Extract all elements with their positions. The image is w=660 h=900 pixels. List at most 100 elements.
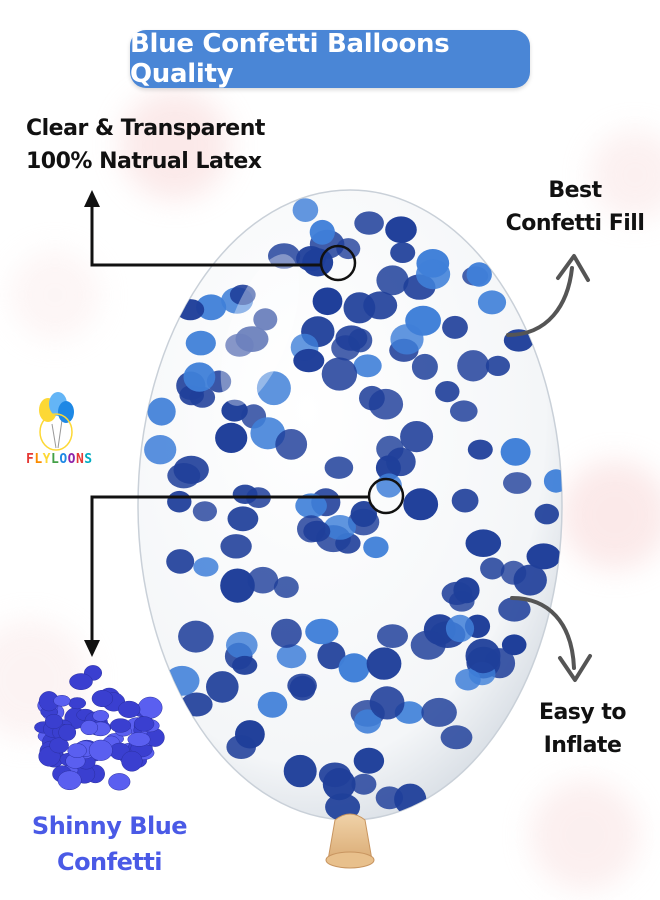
pile-confetti-dot (68, 697, 87, 710)
confetti-dot (220, 568, 255, 603)
confetti-dot (500, 438, 531, 466)
confetti-dot (467, 439, 493, 460)
confetti-dot (271, 618, 302, 648)
confetti-dot (287, 673, 317, 698)
confetti-dot (273, 576, 299, 598)
balloon-knot-rim (325, 851, 375, 869)
pile-confetti-dot (44, 714, 63, 729)
confetti-dot (253, 308, 278, 331)
confetti-dot (348, 328, 373, 353)
pile-confetti-dot (58, 723, 77, 741)
confetti-dot (324, 456, 354, 479)
curved-arrow-inflate (510, 596, 576, 670)
confetti-dot (257, 691, 288, 718)
confetti-dot (221, 399, 248, 422)
feature-confetti-line2: Confetti (56, 848, 163, 876)
confetti-dot (477, 290, 507, 315)
confetti-dot (455, 668, 481, 691)
confetti-dot (366, 647, 402, 680)
confetti-dot (323, 515, 356, 540)
confetti-dot (302, 248, 334, 277)
confetti-dot (466, 262, 492, 287)
arrowhead-up (84, 190, 100, 207)
confetti-pile (34, 665, 165, 791)
confetti-dot (376, 265, 409, 296)
confetti-dot (369, 686, 405, 720)
confetti-dot (353, 354, 382, 378)
confetti-dot (196, 294, 227, 321)
feature-confetti-line1: Shinny Blue (31, 812, 188, 840)
confetti-dot (534, 503, 559, 525)
pile-confetti-dot (53, 695, 71, 707)
confetti-dot (256, 371, 291, 406)
confetti-dot (192, 501, 217, 522)
confetti-dot (235, 720, 265, 749)
confetti-dot (351, 773, 377, 795)
background-blob (10, 250, 100, 340)
callout-circle-confetti (367, 477, 405, 515)
confetti-dot (167, 463, 201, 489)
feature-fill-line2: Confetti Fill (505, 211, 645, 236)
confetti-dot (283, 754, 317, 788)
pile-confetti-dot (133, 716, 155, 732)
confetti-dot (164, 665, 200, 696)
confetti-dot (354, 211, 384, 235)
confetti-dot (394, 783, 427, 816)
confetti-dot (312, 287, 343, 316)
logo-letter: L (34, 452, 43, 467)
feature-inflate-line2: Inflate (543, 733, 622, 758)
confetti-dot (178, 620, 214, 653)
confetti-dot (215, 422, 248, 453)
background-blob (120, 90, 230, 200)
confetti-dot (183, 362, 216, 392)
confetti-dot (166, 549, 195, 574)
confetti-dot (442, 315, 468, 339)
pile-confetti-dot (80, 720, 99, 736)
confetti-dot (318, 762, 351, 788)
logo-letter: O (59, 452, 68, 467)
confetti-dot (206, 671, 239, 703)
logo-letter: N (75, 452, 85, 467)
confetti-dot (353, 747, 385, 774)
confetti-dot (295, 493, 327, 519)
confetti-dot (193, 557, 219, 577)
confetti-dot (385, 216, 417, 243)
confetti-dot (410, 630, 446, 660)
feature-clear-line2: 100% Natrual Latex (26, 149, 262, 174)
pile-confetti-dot (127, 732, 151, 747)
confetti-dot (390, 324, 424, 355)
confetti-dot (167, 490, 192, 513)
confetti-dot (226, 631, 258, 659)
confetti-dot (368, 388, 404, 420)
confetti-dot (400, 421, 434, 453)
confetti-dot (354, 709, 382, 734)
pile-confetti-dot (118, 700, 141, 718)
confetti-dot (526, 543, 561, 570)
pile-confetti-dot (69, 673, 93, 690)
title-text: Blue Confetti Balloons Quality (130, 29, 450, 89)
pile-confetti-dot (137, 696, 163, 719)
logo-letter: Y (42, 452, 51, 467)
arrowhead-down (84, 640, 100, 657)
background-blob (530, 780, 640, 890)
callout-circle-latex (319, 244, 357, 282)
confetti-dot (144, 435, 177, 465)
confetti-dot (450, 400, 478, 422)
confetti-dot (386, 447, 416, 477)
confetti-dot (321, 357, 358, 391)
confetti-dot (457, 350, 490, 382)
confetti-dot (440, 725, 473, 750)
confetti-dot (503, 472, 532, 494)
feature-best-fill: Best Confetti Fill (500, 174, 650, 240)
confetti-dot (403, 488, 439, 521)
confetti-dot (247, 566, 279, 594)
confetti-dot (390, 242, 416, 263)
confetti-dot (220, 534, 252, 559)
background-blob (590, 130, 660, 220)
confetti-dot (343, 292, 376, 324)
logo-letter: S (84, 452, 93, 467)
confetti-dot (338, 653, 370, 683)
confetti-dot (232, 484, 258, 504)
feature-inflate-line1: Easy to (538, 700, 627, 725)
